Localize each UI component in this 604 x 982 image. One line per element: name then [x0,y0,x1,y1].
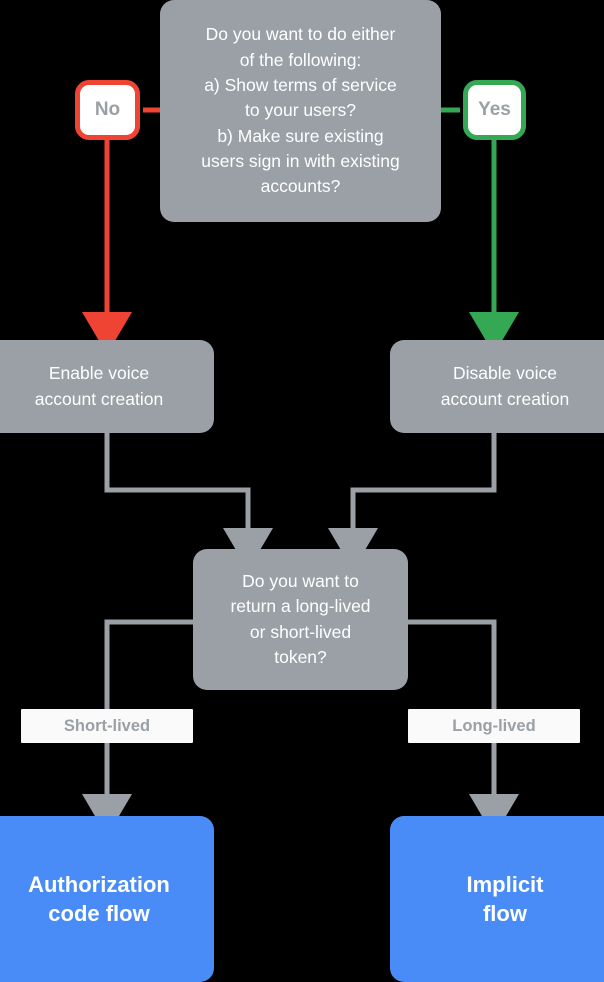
branch-label-yes-text: Yes [478,99,511,120]
result-node-implicit-flow[interactable]: Implicit flow [390,816,604,982]
branch-label-short-lived-text: Short-lived [63,716,151,735]
branch-label-yes[interactable]: Yes [463,80,526,140]
branch-label-no-text: No [94,99,121,120]
result-node-authorization-code-flow[interactable]: Authorization code flow [0,816,214,982]
branch-label-long-lived[interactable]: Long-lived [408,709,580,743]
decision-node-question-two[interactable]: Do you want to return a long-lived or sh… [193,549,408,690]
implicit-flow-text: Implicit flow [466,871,544,926]
branch-label-long-lived-text: Long-lived [452,716,536,735]
enable-voice-text: Enable voice account creation [34,363,164,409]
branch-label-no[interactable]: No [75,80,140,140]
question-two-text: Do you want to return a long-lived or sh… [230,570,371,667]
question-one-text: Do you want to do either of the followin… [201,24,400,197]
process-node-enable-voice[interactable]: Enable voice account creation [0,340,214,433]
edge-enable-to-question-two [104,433,273,571]
process-node-disable-voice[interactable]: Disable voice account creation [390,340,604,433]
edge-disable-to-question-two [328,433,497,571]
disable-voice-text: Disable voice account creation [440,363,570,409]
authorization-code-flow-text: Authorization code flow [28,871,170,926]
branch-label-short-lived[interactable]: Short-lived [21,709,193,743]
decision-node-question-one[interactable]: Do you want to do either of the followin… [160,0,441,222]
